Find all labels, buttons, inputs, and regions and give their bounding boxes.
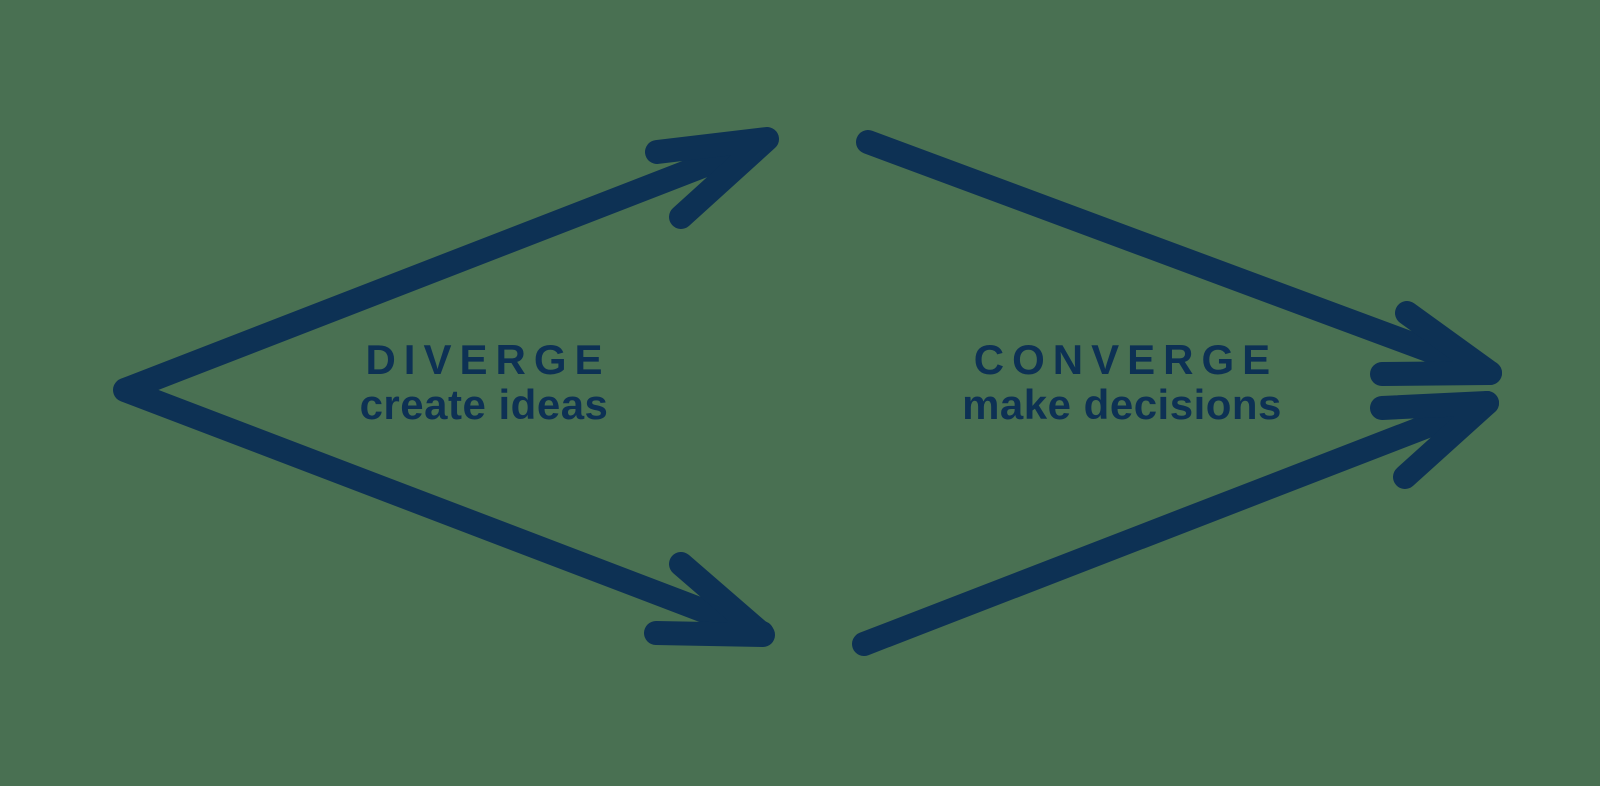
converge-top-shaft <box>856 130 1502 385</box>
converge-top-arrowhead-icon <box>1370 301 1502 386</box>
converge-label-block: CONVERGE make decisions <box>962 339 1282 426</box>
diverge-title: DIVERGE <box>365 336 611 383</box>
diverge-label-block: DIVERGE create ideas <box>360 339 609 426</box>
diverge-up-arrowhead-icon <box>645 127 779 229</box>
diverge-arrows-shafts <box>113 131 774 645</box>
converge-bottom-shaft <box>852 391 1499 656</box>
diverge-down-arrowhead-icon <box>644 552 775 647</box>
converge-subtitle: make decisions <box>962 381 1282 428</box>
converge-bottom-arrowhead-icon <box>1370 391 1499 489</box>
diverge-subtitle: create ideas <box>359 381 609 428</box>
converge-title: CONVERGE <box>973 336 1279 383</box>
